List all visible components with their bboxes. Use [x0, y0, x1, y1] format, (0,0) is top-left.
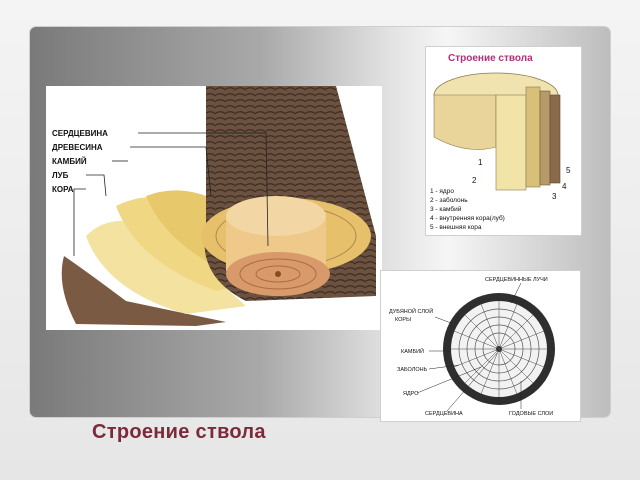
label-sapwood: ЗАБОЛОНЬ	[397, 367, 428, 373]
leader-line	[73, 188, 86, 256]
legend-1: 1 - ядро	[430, 188, 454, 195]
leader-line	[138, 132, 269, 247]
pith-dot	[275, 271, 281, 277]
slide-caption: Строение ствола	[92, 421, 266, 443]
cross-section-illustration: СЕРДЦЕВИННЫЕ ЛУЧИ ДУБЯНОЙ СЛОЙ КОРЫ КАМБ…	[389, 277, 555, 417]
bast-strip	[86, 221, 246, 314]
sapwood-column	[495, 94, 527, 191]
number-5: 5	[566, 166, 571, 175]
trunk-segment-diagram: Строение ствола 1 2 3 4 5 1 - ядро 2 - з…	[425, 46, 582, 236]
label-rays: СЕРДЦЕВИННЫЕ ЛУЧИ	[485, 277, 548, 283]
label-pith: СЕРДЦЕВИНА	[52, 129, 108, 138]
label-rings: ГОДОВЫЕ СЛОИ	[509, 411, 553, 417]
cambium-column	[525, 86, 541, 188]
main-trunk-illustration: СЕРДЦЕВИНА ДРЕВЕСИНА КАМБИЙ ЛУБ КОРА	[52, 86, 376, 326]
legend-3: 3 - камбий	[430, 205, 462, 213]
label-pith: СЕРДЦЕВИНА	[425, 411, 463, 417]
label-bark-line1: ДУБЯНОЙ СЛОЙ	[389, 307, 433, 315]
main-trunk-diagram: СЕРДЦЕВИНА ДРЕВЕСИНА КАМБИЙ ЛУБ КОРА	[46, 86, 382, 330]
label-bark-line2: КОРЫ	[395, 317, 411, 323]
medullary-rays	[451, 301, 547, 397]
legend-4: 4 - внутренняя кора(луб)	[430, 214, 505, 222]
segment-title: Строение ствола	[448, 53, 533, 64]
inner-bark-column	[539, 90, 551, 186]
bark-strip	[61, 256, 226, 326]
legend-5: 5 - внешняя кора	[430, 224, 482, 231]
segment-side	[433, 94, 497, 150]
heartwood-top	[226, 196, 326, 236]
cross-section-leader-lines	[416, 282, 522, 412]
label-cambium: КАМБИЙ	[52, 157, 87, 166]
label-wood: ДРЕВЕСИНА	[52, 143, 103, 152]
trunk-segment-illustration: Строение ствола 1 2 3 4 5 1 - ядро 2 - з…	[430, 53, 571, 231]
label-bast: ЛУБ	[52, 171, 69, 180]
number-1: 1	[478, 158, 483, 167]
number-4: 4	[562, 182, 567, 191]
label-cambium: КАМБИЙ	[401, 347, 424, 355]
core-ring	[239, 258, 317, 290]
label-core: ЯДРО	[403, 391, 419, 397]
core-ring	[255, 265, 301, 283]
label-bark: КОРА	[52, 185, 74, 194]
number-2: 2	[472, 176, 477, 185]
outer-bark-column	[549, 94, 561, 184]
leader-line	[130, 146, 212, 197]
leader-line	[86, 174, 107, 197]
number-3: 3	[552, 192, 557, 201]
legend-2: 2 - заболонь	[430, 196, 468, 204]
cross-section-diagram: СЕРДЦЕВИННЫЕ ЛУЧИ ДУБЯНОЙ СЛОЙ КОРЫ КАМБ…	[380, 270, 581, 422]
